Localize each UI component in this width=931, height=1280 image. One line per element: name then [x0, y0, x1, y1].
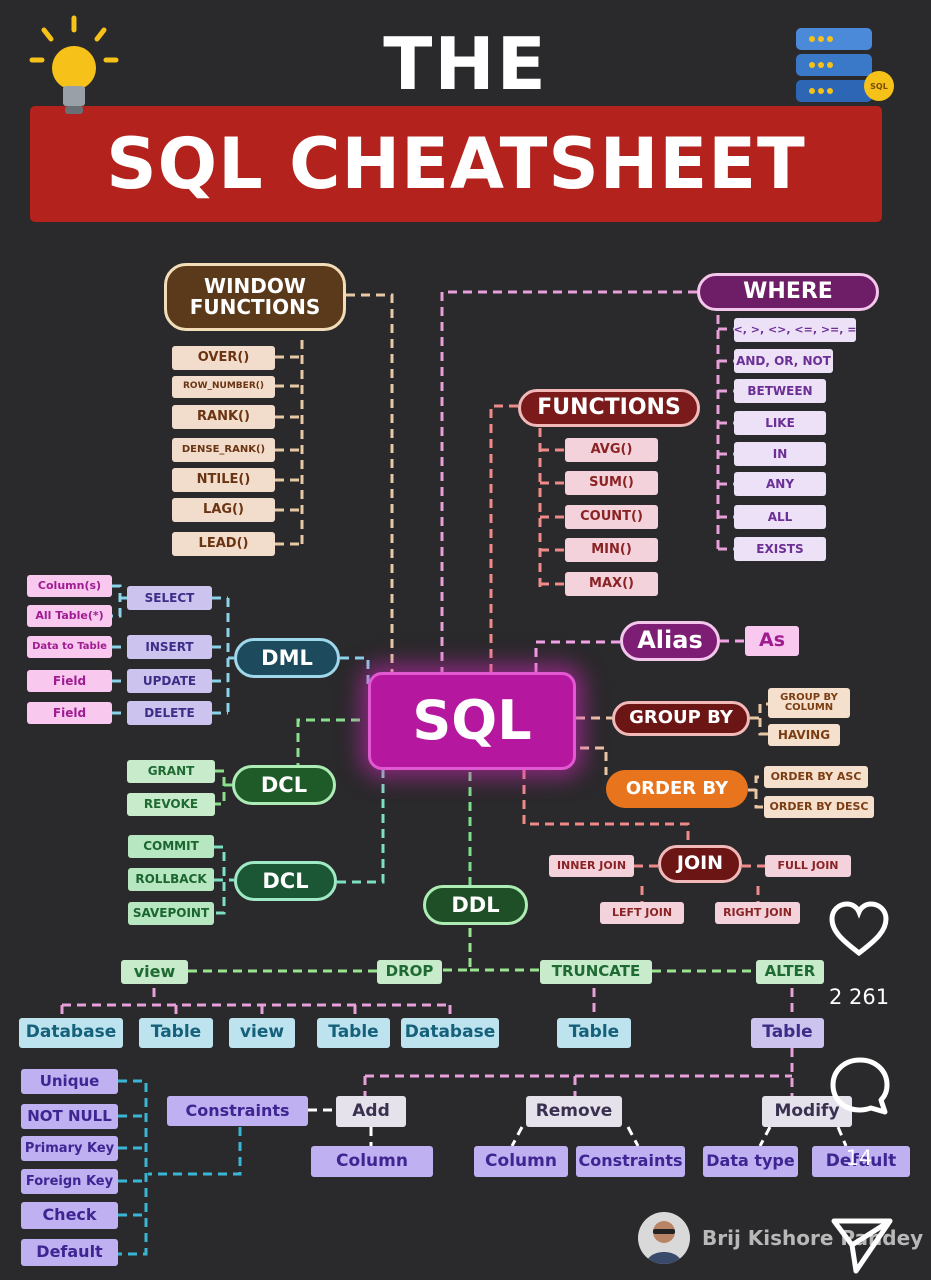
- order-by-hub: ORDER BY: [606, 770, 748, 808]
- dml-update: UPDATE: [127, 669, 212, 693]
- join-left: LEFT JOIN: [600, 902, 684, 924]
- dcl-hub-permissions: DCL: [232, 765, 336, 805]
- window-functions-hub: WINDOW FUNCTIONS: [164, 263, 346, 331]
- comment-icon[interactable]: [828, 1054, 892, 1118]
- join-hub: JOIN: [658, 845, 742, 883]
- person-icon: [646, 1221, 682, 1264]
- light-bulb-icon: [29, 15, 119, 114]
- sql-center-node: SQL: [368, 672, 576, 770]
- window-fn-lead: LEAD(): [172, 532, 275, 556]
- window-fn-row-number: ROW_NUMBER(): [172, 376, 275, 398]
- ddl-drop: DROP: [377, 960, 442, 984]
- function-max: MAX(): [565, 572, 658, 596]
- remove-column: Column: [474, 1146, 568, 1177]
- ddl-alter-table: Table: [751, 1018, 824, 1048]
- where-comparison-operators: <, >, <>, <=, >=, =: [734, 318, 856, 342]
- function-count: COUNT(): [565, 505, 658, 529]
- comments-count: 14: [845, 1146, 873, 1170]
- page-title-top: THE: [383, 22, 548, 106]
- ddl-drop-table: Table: [317, 1018, 390, 1048]
- heart-icon[interactable]: [828, 900, 890, 958]
- ddl-create-view-object: view: [229, 1018, 295, 1048]
- alter-add: Add: [336, 1096, 406, 1127]
- window-fn-over: OVER(): [172, 346, 275, 370]
- dml-delete: DELETE: [127, 701, 212, 725]
- database-stack-icon: SQL: [796, 28, 894, 102]
- dml-hub: DML: [234, 638, 340, 678]
- constraint-foreign-key: Foreign Key: [21, 1169, 118, 1194]
- ddl-truncate-table: Table: [557, 1018, 631, 1048]
- title-banner: SQL CHEATSHEET: [30, 106, 882, 222]
- ddl-create-view: view: [121, 960, 188, 984]
- window-fn-rank: RANK(): [172, 405, 275, 429]
- function-sum: SUM(): [565, 471, 658, 495]
- dcl-hub-transactions: DCL: [234, 861, 337, 901]
- add-column: Column: [311, 1146, 433, 1177]
- constraint-unique: Unique: [21, 1069, 118, 1094]
- dml-target-field-update: Field: [27, 670, 112, 692]
- ddl-create-database: Database: [19, 1018, 123, 1048]
- constraint-check: Check: [21, 1202, 118, 1229]
- dml-insert: INSERT: [127, 635, 212, 659]
- window-fn-dense-rank: DENSE_RANK(): [172, 438, 275, 462]
- where-like: LIKE: [734, 411, 826, 435]
- constraints-label: Constraints: [167, 1096, 308, 1126]
- page-title: SQL CHEATSHEET: [106, 123, 806, 205]
- function-avg: AVG(): [565, 438, 658, 462]
- function-min: MIN(): [565, 538, 658, 562]
- dcl-revoke: REVOKE: [127, 793, 215, 816]
- dcl-commit: COMMIT: [128, 835, 214, 858]
- window-fn-lag: LAG(): [172, 498, 275, 522]
- db-badge-text: SQL: [870, 82, 888, 91]
- ddl-create-table: Table: [139, 1018, 213, 1048]
- ddl-truncate: TRUNCATE: [540, 960, 652, 984]
- functions-hub: FUNCTIONS: [518, 389, 700, 427]
- join-full: FULL JOIN: [765, 855, 851, 877]
- order-by-desc: ORDER BY DESC: [764, 796, 874, 818]
- dml-select: SELECT: [127, 586, 212, 610]
- group-by-hub: GROUP BY: [612, 701, 750, 736]
- join-right: RIGHT JOIN: [715, 902, 800, 924]
- ddl-drop-database: Database: [401, 1018, 499, 1048]
- constraint-not-null: NOT NULL: [21, 1104, 118, 1129]
- where-any: ANY: [734, 472, 826, 496]
- dcl-grant: GRANT: [127, 760, 215, 783]
- remove-constraints: Constraints: [576, 1146, 685, 1177]
- dcl-rollback: ROLLBACK: [128, 868, 214, 891]
- join-inner: INNER JOIN: [549, 855, 634, 877]
- alias-hub: Alias: [620, 621, 720, 661]
- constraint-default: Default: [21, 1239, 118, 1266]
- ddl-alter: ALTER: [756, 960, 824, 984]
- dcl-savepoint: SAVEPOINT: [128, 902, 214, 925]
- dml-target-all-table: All Table(*): [27, 605, 112, 627]
- where-all: ALL: [734, 505, 826, 529]
- dml-target-data-to-table: Data to Table: [27, 636, 112, 658]
- alias-as: As: [745, 626, 799, 656]
- window-fn-ntile: NTILE(): [172, 468, 275, 492]
- where-in: IN: [734, 442, 826, 466]
- where-logical-operators: AND, OR, NOT: [734, 349, 833, 373]
- modify-default: Default: [812, 1146, 910, 1177]
- group-by-having: HAVING: [768, 724, 840, 746]
- alter-remove: Remove: [526, 1096, 622, 1127]
- dml-target-field-delete: Field: [27, 702, 112, 724]
- share-icon[interactable]: [830, 1215, 894, 1275]
- constraint-primary-key: Primary Key: [21, 1136, 118, 1161]
- where-between: BETWEEN: [734, 379, 826, 403]
- order-by-asc: ORDER BY ASC: [764, 766, 868, 788]
- author-avatar: [638, 1212, 690, 1264]
- dml-target-columns: Column(s): [27, 575, 112, 597]
- group-by-column: GROUP BY COLUMN: [768, 688, 850, 718]
- likes-count: 2 261: [828, 985, 890, 1009]
- modify-data-type: Data type: [703, 1146, 798, 1177]
- where-exists: EXISTS: [734, 537, 826, 561]
- where-hub: WHERE: [697, 273, 879, 311]
- ddl-hub: DDL: [423, 885, 528, 925]
